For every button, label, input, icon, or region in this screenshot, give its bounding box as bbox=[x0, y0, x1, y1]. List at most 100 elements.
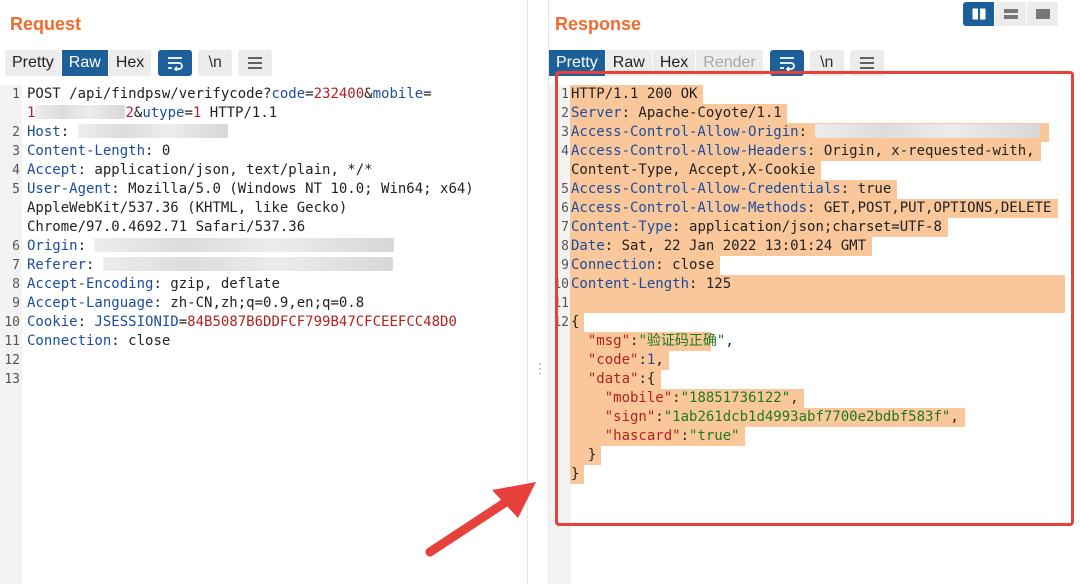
code-token: "1ab261dcb1d4993abf7700e2bdbf583f" bbox=[663, 409, 951, 425]
code-token: , bbox=[790, 390, 799, 406]
line-number: 1 bbox=[561, 87, 569, 102]
code-line: { bbox=[571, 313, 579, 332]
single-view-button[interactable] bbox=[1027, 2, 1059, 26]
code-token: = bbox=[423, 86, 432, 102]
code-token: : GET,POST,PUT,OPTIONS,DELETE bbox=[807, 200, 1052, 216]
word-wrap-button[interactable] bbox=[158, 50, 193, 76]
code-token: Referer bbox=[27, 257, 87, 273]
search-highlight bbox=[570, 332, 712, 351]
redacted-value bbox=[815, 124, 1041, 138]
line-number: 4 bbox=[561, 144, 569, 159]
code-token: : application/json;charset=UTF-8 bbox=[672, 219, 942, 235]
code-token: "data" bbox=[571, 371, 639, 387]
word-wrap-icon bbox=[779, 57, 795, 71]
search-highlight bbox=[570, 351, 669, 370]
code-token: 1 bbox=[27, 105, 36, 121]
split-view-button[interactable] bbox=[963, 2, 995, 26]
code-token: 232400 bbox=[313, 86, 365, 102]
code-line: Host: bbox=[27, 123, 228, 142]
code-token: : Mozilla/5.0 (Windows NT 10.0; Win64; x… bbox=[111, 181, 474, 197]
response-title: Response bbox=[555, 14, 642, 34]
search-highlight bbox=[570, 161, 822, 180]
code-token: : bbox=[680, 428, 690, 444]
line-number: 2 bbox=[12, 125, 20, 140]
code-line: POST /api/findpsw/verifycode?code=232400… bbox=[27, 85, 432, 104]
code-token: :{ bbox=[638, 371, 656, 387]
code-token: : Sat, 22 Jan 2022 13:01:24 GMT bbox=[604, 238, 867, 254]
search-highlight bbox=[570, 199, 1058, 218]
search-highlight bbox=[570, 408, 965, 427]
code-token: : bbox=[77, 238, 95, 254]
code-token: = bbox=[184, 105, 193, 121]
word-wrap-icon bbox=[168, 57, 184, 71]
code-token: "msg" bbox=[571, 333, 631, 349]
code-line: Cookie: JSESSIONID=84B5087B6DDFCF799B47C… bbox=[27, 313, 457, 332]
code-token: & bbox=[364, 86, 373, 102]
code-token: 1 bbox=[646, 352, 656, 368]
line-number: 1 bbox=[12, 87, 20, 102]
code-line: "msg":"验证码正确", bbox=[571, 332, 734, 351]
single-pane-icon bbox=[1035, 9, 1050, 19]
code-token: "mobile" bbox=[571, 390, 673, 406]
code-token: AppleWebKit/537.36 (KHTML, like Gecko) bbox=[27, 200, 348, 216]
code-token: : bbox=[672, 390, 681, 406]
code-token: Access-Control-Allow-Headers bbox=[571, 143, 808, 159]
search-highlight bbox=[570, 294, 1065, 313]
code-line: } bbox=[571, 465, 579, 484]
code-token: Access-Control-Allow-Origin bbox=[571, 124, 799, 140]
code-line: Content-Type, Accept,X-Cookie bbox=[571, 161, 815, 180]
code-line: Content-Type: application/json;charset=U… bbox=[571, 218, 942, 237]
code-token: User-Agent bbox=[27, 181, 112, 197]
code-line: Access-Control-Allow-Origin: bbox=[571, 123, 1041, 142]
tab-pretty[interactable]: Pretty bbox=[5, 50, 62, 76]
code-token: Date bbox=[571, 238, 605, 254]
search-highlight bbox=[570, 275, 1065, 294]
horizontal-view-button[interactable] bbox=[995, 2, 1027, 26]
code-token: Content-Type bbox=[571, 219, 673, 235]
code-token: : close bbox=[111, 333, 171, 349]
code-token: mobile bbox=[372, 86, 424, 102]
request-title: Request bbox=[10, 14, 82, 34]
menu-button[interactable] bbox=[238, 50, 273, 76]
code-line: User-Agent: Mozilla/5.0 (Windows NT 10.0… bbox=[27, 180, 474, 199]
hamburger-icon bbox=[859, 57, 874, 69]
search-highlight bbox=[570, 104, 788, 123]
code-token: = bbox=[178, 314, 188, 330]
code-line: "data":{ bbox=[571, 370, 655, 389]
code-token: , bbox=[725, 333, 734, 349]
code-token: : bbox=[655, 409, 664, 425]
code-token: "true" bbox=[689, 428, 740, 444]
code-line: Accept-Language: zh-CN,zh;q=0.9,en;q=0.8 bbox=[27, 294, 364, 313]
code-token: POST /api/findpsw/verifycode? bbox=[27, 86, 272, 102]
code-token: : close bbox=[655, 257, 715, 273]
code-token: , bbox=[655, 352, 664, 368]
tab-hex[interactable]: Hex bbox=[108, 50, 153, 76]
code-line: AppleWebKit/537.36 (KHTML, like Gecko) bbox=[27, 199, 347, 218]
code-token: 1 bbox=[192, 105, 202, 121]
tab-raw[interactable]: Raw bbox=[61, 50, 109, 76]
line-number-gutter bbox=[549, 85, 571, 584]
code-token: Access-Control-Allow-Credentials bbox=[571, 181, 841, 197]
drag-handle-icon[interactable]: ··· bbox=[538, 357, 542, 381]
redacted-value bbox=[94, 238, 395, 252]
show-newlines-button[interactable]: \n bbox=[198, 50, 233, 76]
code-token: Server bbox=[571, 105, 622, 121]
code-token: "sign" bbox=[571, 409, 656, 425]
search-highlight bbox=[570, 180, 898, 199]
code-line: Content-Length: 125 bbox=[571, 275, 731, 294]
code-line: } bbox=[571, 446, 596, 465]
annotation-highlight-box bbox=[555, 71, 1074, 526]
code-token: Chrome/97.0.4692.71 Safari/537.36 bbox=[27, 219, 306, 235]
code-line: Accept: application/json, text/plain, */… bbox=[27, 161, 373, 180]
search-highlight bbox=[570, 218, 948, 237]
pane-divider[interactable]: ··· bbox=[527, 0, 549, 584]
code-token: Accept-Language bbox=[27, 295, 154, 311]
line-number: 6 bbox=[561, 201, 569, 216]
line-number: 12 bbox=[4, 353, 20, 368]
code-token: Origin bbox=[27, 238, 78, 254]
code-token: Access-Control-Allow-Methods bbox=[571, 200, 808, 216]
code-token: "code" bbox=[571, 352, 639, 368]
code-line: Server: Apache-Coyote/1.1 bbox=[571, 104, 782, 123]
line-number: 6 bbox=[12, 239, 20, 254]
